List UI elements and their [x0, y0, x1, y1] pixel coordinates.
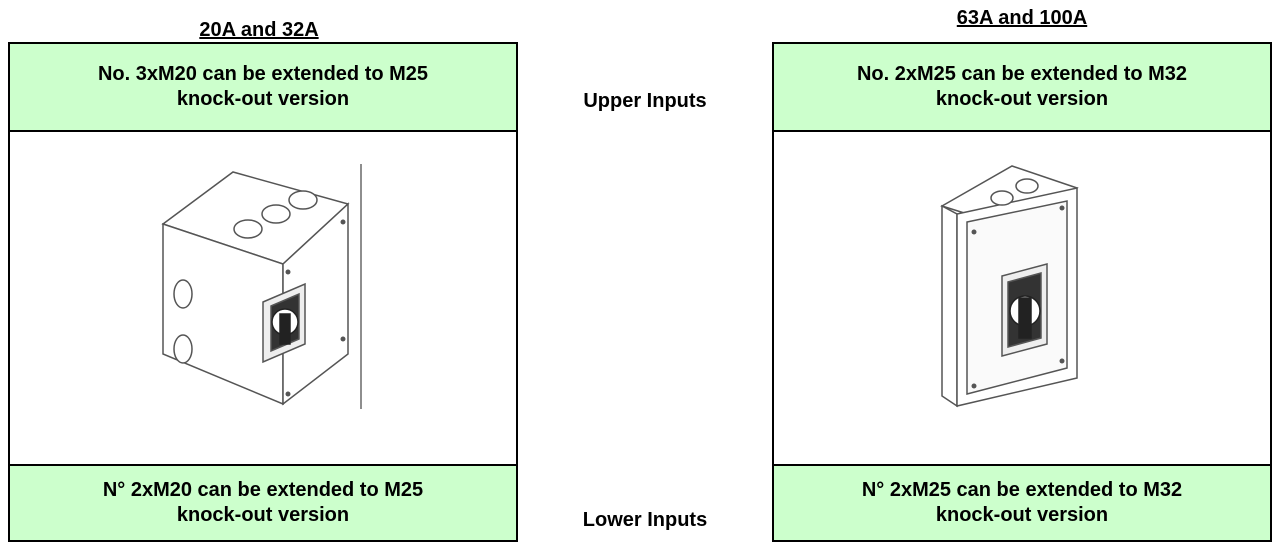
- left-panel: No. 3xM20 can be extended to M25 knock-o…: [8, 42, 518, 542]
- right-upper-divider: [774, 130, 1270, 132]
- left-enclosure-illustration: [10, 154, 516, 414]
- right-upper-cell: No. 2xM25 can be extended to M32 knock-o…: [774, 44, 1270, 130]
- right-lower-cell: N° 2xM25 can be extended to M32 knock-ou…: [774, 466, 1270, 540]
- left-lower-text-line2: knock-out version: [176, 504, 350, 526]
- upper-inputs-label: Upper Inputs: [583, 90, 707, 112]
- left-upper-cell: No. 3xM20 can be extended to M25 knock-o…: [10, 44, 516, 130]
- left-lower-divider: [10, 464, 516, 466]
- right-upper-text-line2: knock-out version: [935, 88, 1109, 110]
- left-lower-cell: N° 2xM20 can be extended to M25 knock-ou…: [10, 466, 516, 540]
- left-upper-divider: [10, 130, 516, 132]
- right-panel: No. 2xM25 can be extended to M32 knock-o…: [772, 42, 1272, 542]
- right-upper-text-line1: No. 2xM25 can be extended to M32: [856, 63, 1188, 85]
- left-column-heading: 20A and 32A: [199, 19, 319, 41]
- right-column-heading: 63A and 100A: [956, 7, 1088, 29]
- right-lower-text-line2: knock-out version: [935, 504, 1109, 526]
- right-enclosure-illustration: [774, 146, 1270, 416]
- left-upper-text-line1: No. 3xM20 can be extended to M25: [97, 63, 429, 85]
- right-lower-divider: [774, 464, 1270, 466]
- right-lower-text-line1: N° 2xM25 can be extended to M32: [861, 479, 1183, 501]
- lower-inputs-label: Lower Inputs: [582, 509, 708, 531]
- left-upper-text-line2: knock-out version: [176, 88, 350, 110]
- left-lower-text-line1: N° 2xM20 can be extended to M25: [102, 479, 424, 501]
